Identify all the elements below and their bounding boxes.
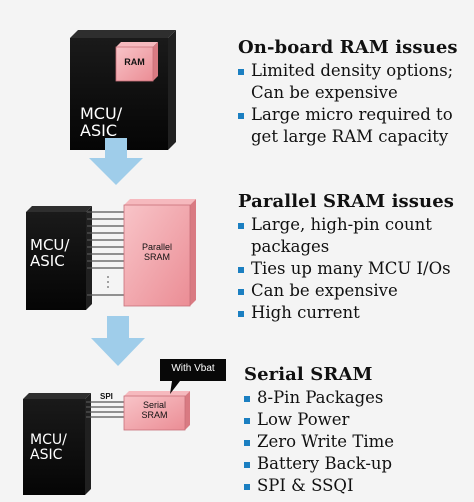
bullet-icon [238, 223, 244, 229]
list-item: Ties up many MCU I/Os [238, 258, 454, 280]
vbat-callout-label: With Vbat [171, 363, 215, 374]
section-title: Serial SRAM [244, 364, 373, 385]
list-item: Large micro required to [238, 104, 458, 126]
mcu-asic-label-3: MCU/ ASIC [30, 432, 67, 463]
parallel-sram-label: Parallel SRAM [141, 242, 172, 263]
down-arrow-1 [89, 138, 143, 185]
onboard-ram-issues: On-board RAM issues Limited density opti… [238, 37, 458, 148]
parallel-sram-issues: Parallel SRAM issues Large, high-pin cou… [238, 191, 454, 324]
list-item: 8-Pin Packages [244, 387, 394, 409]
vbat-callout [160, 359, 226, 394]
list-item: Can be expensive [238, 280, 454, 302]
list-item: SPI & SSQI [244, 475, 394, 497]
mcu-asic-label-1: MCU/ ASIC [80, 104, 123, 140]
list-item: Limited density options; [238, 60, 458, 82]
parallel-bus-lines [87, 211, 126, 296]
serial-sram-label: Serial SRAM [141, 400, 168, 421]
list-item-continuation: Can be expensive [251, 83, 398, 102]
bullet-icon [238, 113, 244, 119]
bullet-icon [244, 418, 250, 424]
bullet-icon [238, 289, 244, 295]
parallel-sram-block [26, 199, 196, 310]
list-item: Low Power [244, 409, 394, 431]
section-title: Parallel SRAM issues [238, 191, 454, 212]
serial-sram-block [23, 359, 226, 495]
spi-label: SPI [100, 392, 113, 401]
section-title: On-board RAM issues [238, 37, 458, 58]
bullet-icon [244, 396, 250, 402]
bullet-icon [244, 462, 250, 468]
bullet-icon [238, 311, 244, 317]
serial-sram-benefits: Serial SRAM 8-Pin Packages Low Power Zer… [244, 364, 394, 497]
spi-bus-lines [86, 401, 124, 418]
list-item-continuation: packages [251, 237, 330, 256]
list-item-continuation: get large RAM capacity [251, 127, 449, 146]
bullet-icon [238, 267, 244, 273]
list-item: Zero Write Time [244, 431, 394, 453]
down-arrow-2 [91, 316, 145, 366]
bullet-icon [244, 484, 250, 490]
list-item: High current [238, 302, 454, 324]
mcu-asic-label-2: MCU/ ASIC [30, 236, 70, 270]
list-item: Large, high-pin count [238, 214, 454, 236]
list-item: Battery Back-up [244, 453, 394, 475]
bullet-icon [238, 69, 244, 75]
onboard-ram-block [70, 30, 176, 150]
ram-label: RAM [124, 57, 145, 67]
bullet-icon [244, 440, 250, 446]
